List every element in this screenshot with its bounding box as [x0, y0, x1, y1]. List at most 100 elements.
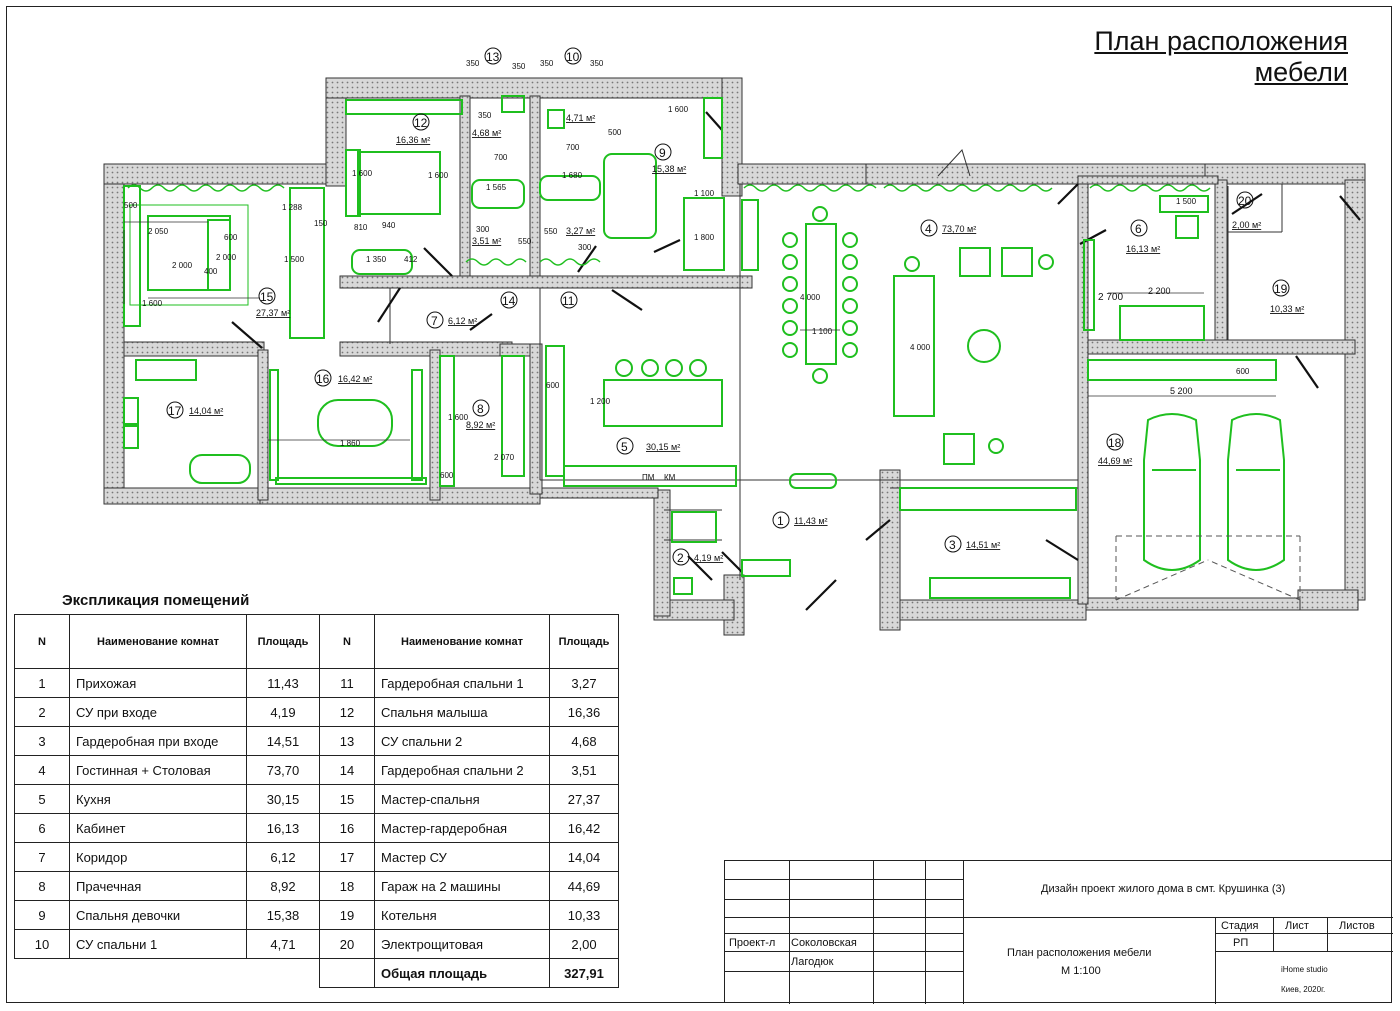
room-number: 14: [502, 294, 516, 308]
dimension-lines: [123, 221, 1276, 441]
dim-label: 300: [578, 243, 592, 252]
dim-label: 1 500: [1176, 197, 1197, 206]
dim-label: 2 000: [172, 261, 193, 270]
drawing-title: План расположения мебели: [1094, 26, 1348, 88]
cell-area: 6,12: [246, 842, 320, 872]
room-number: 1: [777, 514, 784, 528]
cell-name: Гардеробная спальни 1: [374, 668, 550, 698]
room-area: 44,69 м²: [1098, 456, 1132, 466]
dim-label: 500: [608, 128, 622, 137]
dim-label: 810: [354, 223, 368, 232]
cell-name: Кухня: [69, 784, 247, 814]
dim-label: 1 600: [352, 169, 373, 178]
dim-label: 700: [566, 143, 580, 152]
dim-label: 350: [512, 62, 526, 71]
total-label: Общая площадь: [374, 958, 550, 988]
table-row: 7 Коридор 6,12 17 Мастер СУ 14,04: [14, 842, 619, 872]
doors: [231, 111, 1361, 611]
room-number: 10: [566, 50, 580, 64]
dim-label: 600: [1236, 367, 1250, 376]
room-area: 11,43 м²: [794, 516, 828, 526]
room-area: 15,38 м²: [652, 164, 686, 174]
dim-label: 1 500: [284, 255, 305, 264]
cell-n: 6: [14, 813, 70, 843]
dim-label: КМ: [664, 473, 676, 482]
room-area: 4,68 м²: [472, 128, 501, 138]
dim-label: 1 100: [812, 327, 833, 336]
title-block: Дизайн проект жилого дома в смт. Крушинк…: [724, 860, 1393, 1004]
dim-label: 600: [546, 381, 560, 390]
cell-name: Кабинет: [69, 813, 247, 843]
room-area: 30,15 м²: [646, 442, 680, 452]
cell-name: Гостинная + Столовая: [69, 755, 247, 785]
dim-label: 4 000: [800, 293, 821, 302]
room-number: 20: [1238, 194, 1252, 208]
cell-area: 4,19: [246, 697, 320, 727]
cell-name: Котельня: [374, 900, 550, 930]
dim-label: 700: [494, 153, 508, 162]
dim-label: 600: [440, 471, 454, 480]
dim-label: 2 000: [216, 253, 237, 262]
cell-name: Электрощитовая: [374, 929, 550, 959]
cell-name: Мастер-гардеробная: [374, 813, 550, 843]
cell-area: 44,69: [549, 871, 619, 901]
cell-area: 3,27: [549, 668, 619, 698]
entry-door-arc: [937, 149, 971, 177]
cell-area: 16,42: [549, 813, 619, 843]
cell-area: 10,33: [549, 900, 619, 930]
room-area: 10,33 м²: [1270, 304, 1304, 314]
dim-label: 600: [224, 233, 238, 242]
dim-label: 4 000: [910, 343, 931, 352]
room-area: 4,71 м²: [566, 113, 595, 123]
drawing-frame: [6, 6, 1392, 1003]
project-name: Дизайн проект жилого дома в смт. Крушинк…: [1041, 883, 1286, 895]
room-area: 16,36 м²: [396, 135, 430, 145]
cell-n: 17: [319, 842, 375, 872]
table-row: 6 Кабинет 16,13 16 Мастер-гардеробная 16…: [14, 813, 619, 843]
dim-label: 1 600: [448, 413, 469, 422]
studio-name: iHome studio: [1281, 965, 1328, 974]
cell-name: Мастер СУ: [374, 842, 550, 872]
cell-name: Спальня малыша: [374, 697, 550, 727]
city-year: Киев, 2020г.: [1281, 985, 1326, 994]
cell-n: 9: [14, 900, 70, 930]
furniture: [123, 95, 1277, 599]
cell-area: 8,92: [246, 871, 320, 901]
total-value: 327,91: [549, 958, 619, 988]
dim-label: 300: [476, 225, 490, 234]
room-number: 5: [621, 440, 628, 454]
cell-area: 27,37: [549, 784, 619, 814]
cell-n: 4: [14, 755, 70, 785]
total-row: Общая площадь 327,91: [15, 958, 619, 988]
dim-label: 1 288: [282, 203, 303, 212]
interior-walls: [123, 95, 1356, 605]
room-number: 12: [414, 116, 428, 130]
cell-area: 15,38: [246, 900, 320, 930]
dim-label: 550: [544, 227, 558, 236]
table-row: 1 Прихожая 11,43 11 Гардеробная спальни …: [14, 668, 619, 698]
room-area: 8,92 м²: [466, 420, 495, 430]
cell-name: Гардеробная при входе: [69, 726, 247, 756]
cell-area: 30,15: [246, 784, 320, 814]
cell-n: 7: [14, 842, 70, 872]
cell-name: Гараж на 2 машины: [374, 871, 550, 901]
room-area: 4,19 м²: [694, 553, 723, 563]
cell-n: 10: [14, 929, 70, 959]
room-number: 17: [168, 404, 182, 418]
room-number: 6: [1135, 222, 1142, 236]
dim-label: 1 600: [428, 171, 449, 180]
cell-name: Спальня девочки: [69, 900, 247, 930]
dim-label: 1 350: [366, 255, 387, 264]
room-area: 27,37 м²: [256, 308, 290, 318]
dim-label: 1 200: [590, 397, 611, 406]
dim-label: 150: [314, 219, 328, 228]
cell-name: СУ при входе: [69, 697, 247, 727]
cell-n: 2: [14, 697, 70, 727]
scale: М 1:100: [1061, 965, 1101, 977]
room-number: 13: [486, 50, 500, 64]
dim-label: 350: [466, 59, 480, 68]
explication-table: N Наименование комнат Площадь N Наименов…: [14, 614, 619, 988]
dim-label: 2 050: [148, 227, 169, 236]
cell-name: Прачечная: [69, 871, 247, 901]
